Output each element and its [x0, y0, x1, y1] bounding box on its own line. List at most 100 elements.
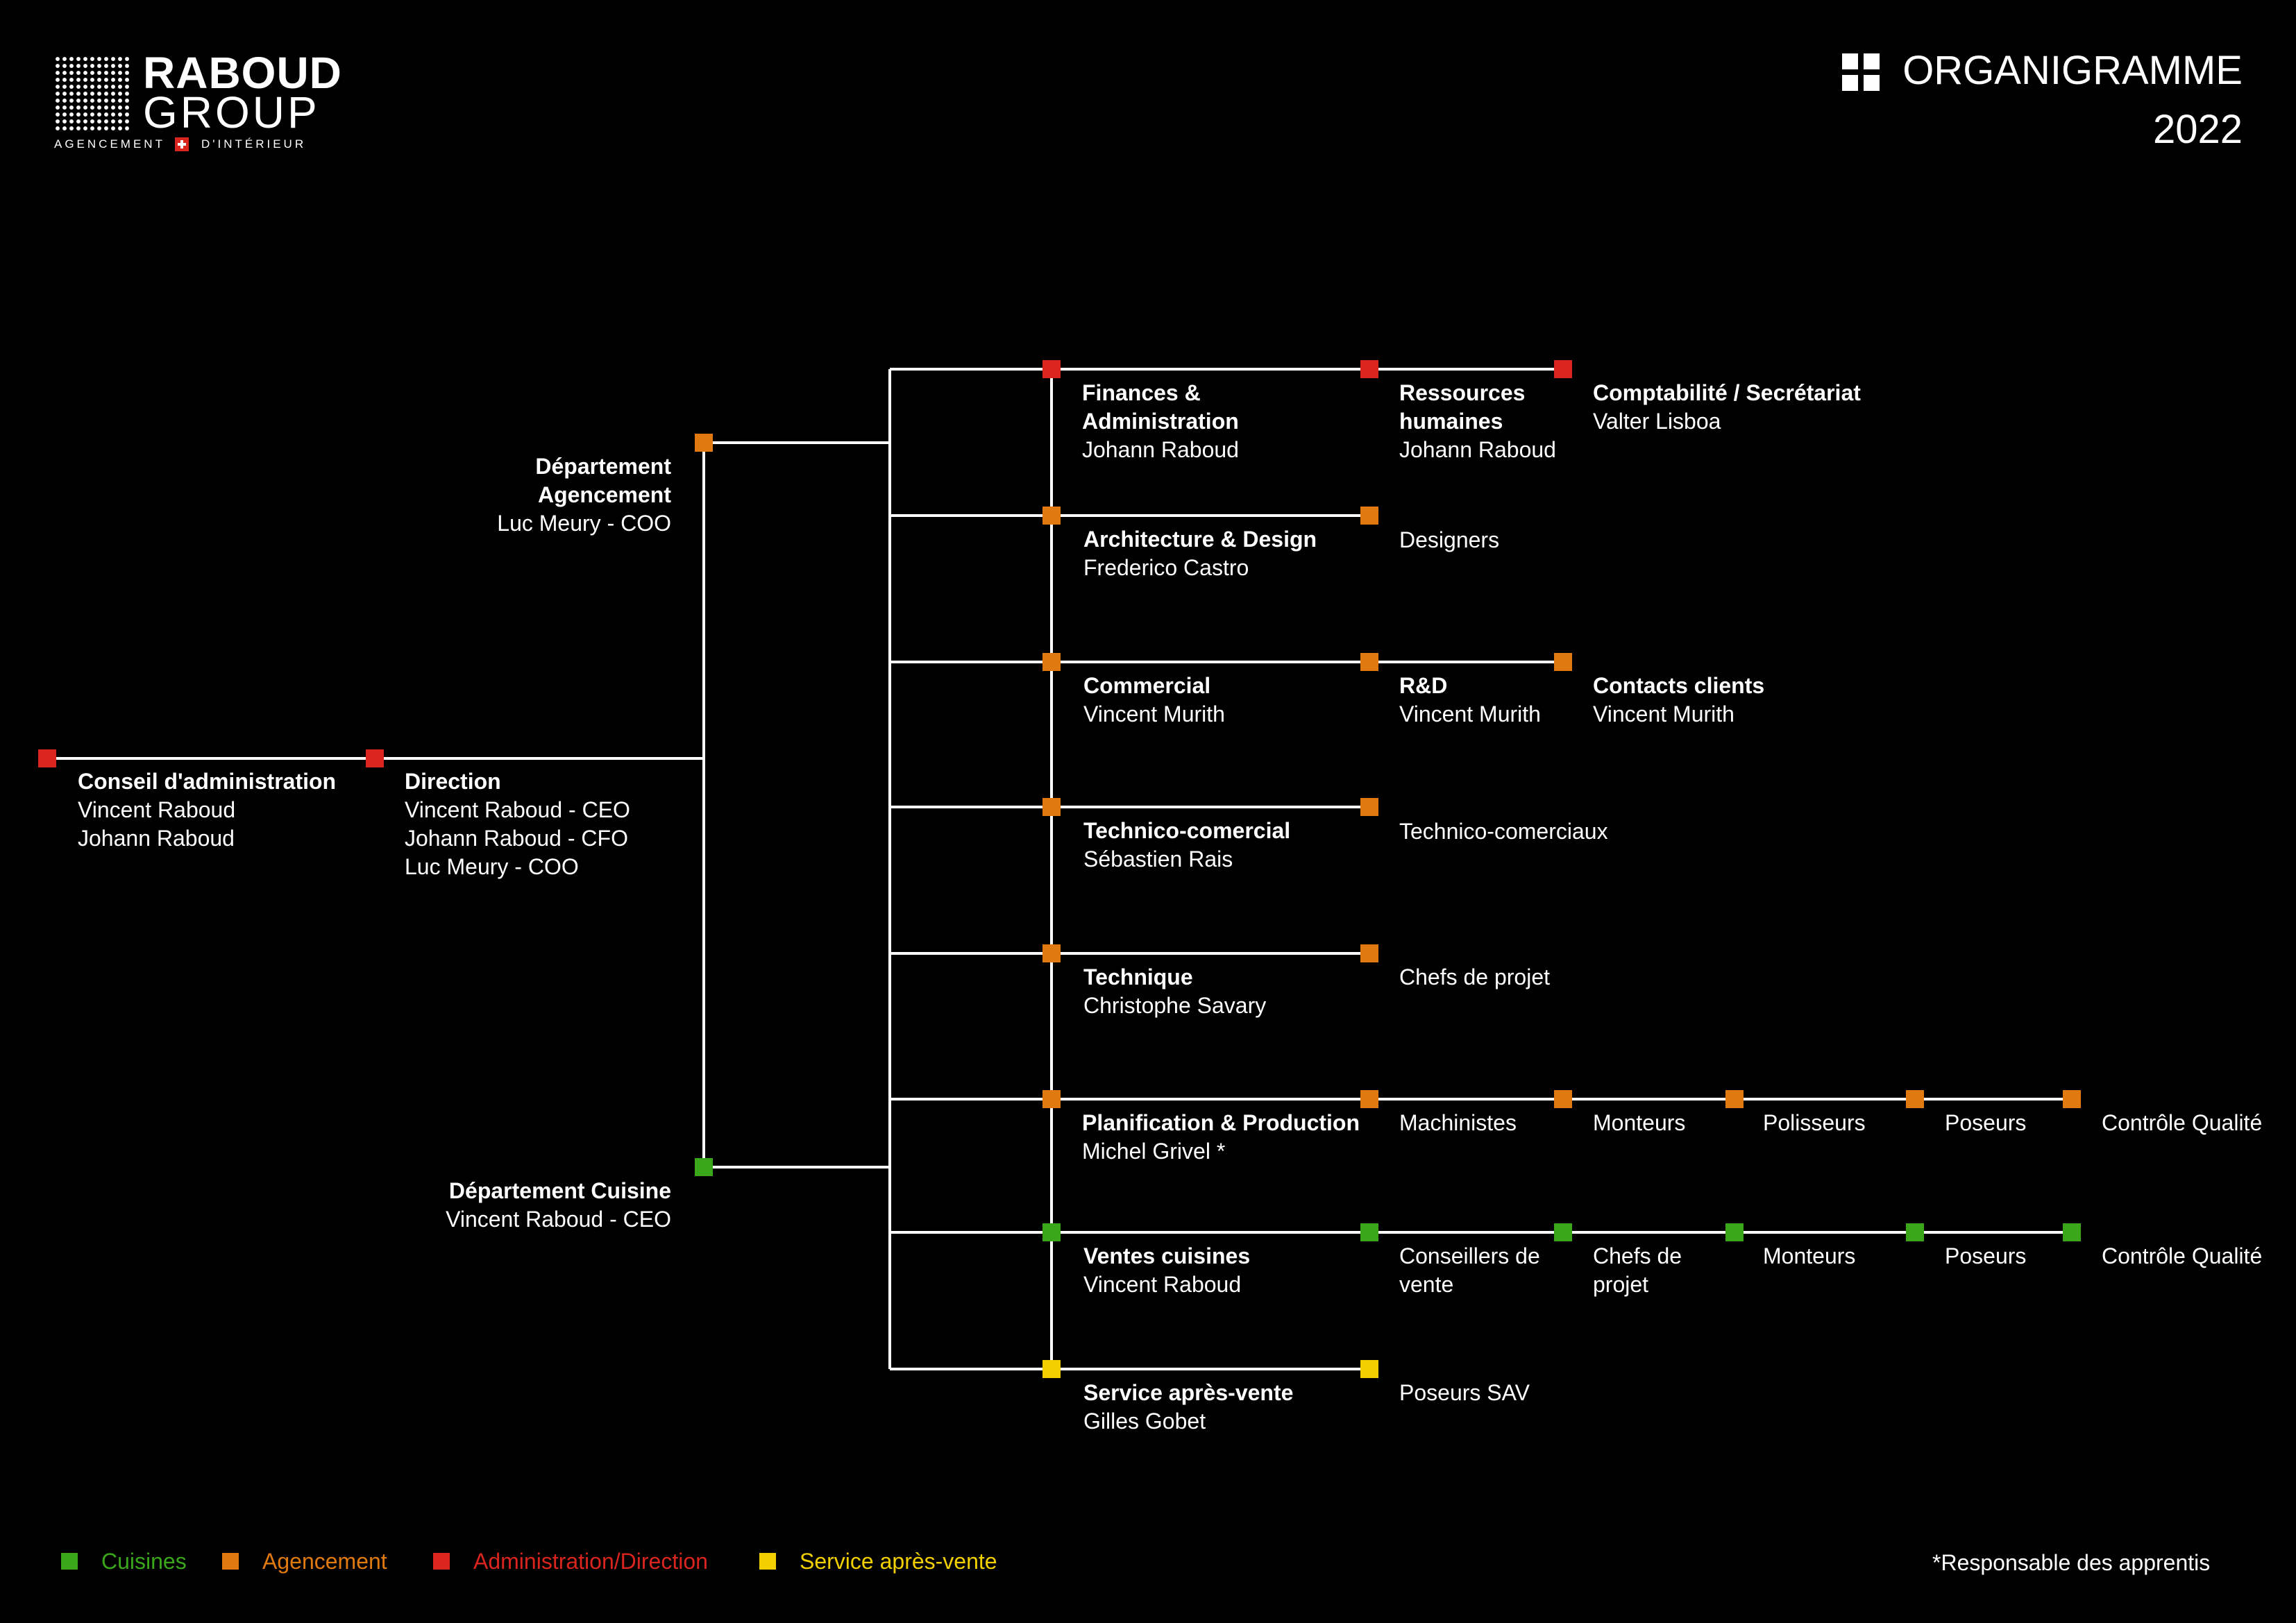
node-techcomx: Technico-comerciaux	[1399, 817, 1608, 846]
node-qualite_a: Contrôle Qualité	[2102, 1109, 2262, 1137]
logo-name-top: RABOUD	[143, 48, 342, 98]
node-marker-polisseurs	[1725, 1090, 1744, 1108]
node-title: Service après-vente	[1083, 1380, 1294, 1405]
node-marker-ventes	[1043, 1223, 1061, 1241]
node-poseurs_c: Poseurs	[1945, 1242, 2026, 1271]
logo-tagline-right: D'INTÉRIEUR	[201, 137, 307, 151]
node-line: Vincent Raboud - CEO	[446, 1207, 671, 1232]
node-line: Johann Raboud	[78, 826, 235, 851]
node-line: Valter Lisboa	[1593, 409, 1721, 434]
node-line: Michel Grivel *	[1082, 1139, 1226, 1164]
node-line: Chefs de	[1593, 1243, 1682, 1268]
legend-swatch-agencement	[222, 1553, 239, 1570]
footnote: *Responsable des apprentis	[1932, 1550, 2211, 1575]
node-marker-technique	[1043, 944, 1061, 962]
legend-item-sav: Service après-vente	[759, 1547, 997, 1575]
node-qualite_c: Contrôle Qualité	[2102, 1242, 2262, 1271]
node-marker-poseurs_a	[1906, 1090, 1924, 1108]
node-marker-rh	[1360, 360, 1378, 378]
node-title: R&D	[1399, 673, 1448, 698]
node-line: Vincent Raboud	[78, 797, 236, 822]
node-line: Vincent Raboud - CEO	[405, 797, 630, 822]
node-title: Architecture & Design	[1083, 527, 1317, 552]
legend-item-agencement: Agencement	[222, 1547, 387, 1575]
node-marker-qualite_c	[2063, 1223, 2081, 1241]
node-title: Conseil d'administration	[78, 769, 337, 794]
node-line: Frederico Castro	[1083, 555, 1249, 580]
node-line: Designers	[1399, 527, 1500, 552]
node-line: Polisseurs	[1763, 1110, 1866, 1135]
node-chefs: Chefs de projet	[1399, 963, 1550, 992]
node-marker-archi	[1043, 507, 1061, 525]
node-line: Monteurs	[1763, 1243, 1856, 1268]
page-year: 2022	[2152, 107, 2243, 152]
node-marker-direction	[366, 749, 384, 767]
node-marker-dept_cuisine	[695, 1158, 713, 1176]
node-marker-compta	[1554, 360, 1572, 378]
node-marker-techcom	[1043, 798, 1061, 816]
swiss-cross-icon	[174, 137, 189, 151]
node-title-line: Finances &	[1082, 380, 1201, 405]
node-line: projet	[1593, 1272, 1649, 1297]
logo-tagline-left: AGENCEMENT	[54, 137, 165, 151]
node-marker-monteurs_a	[1554, 1090, 1572, 1108]
node-title-line: Ressources	[1399, 380, 1526, 405]
node-title: Planification & Production	[1082, 1110, 1360, 1135]
node-line: Vincent Murith	[1399, 702, 1541, 726]
node-designers: Designers	[1399, 526, 1499, 554]
node-line: Luc Meury - COO	[405, 854, 579, 879]
node-marker-commercial	[1043, 653, 1061, 671]
legend-item-administration: Administration/Direction	[433, 1547, 708, 1575]
node-line: Johann Raboud	[1399, 437, 1556, 462]
node-marker-designers	[1360, 507, 1378, 525]
node-line: Vincent Raboud	[1083, 1272, 1242, 1297]
node-title: Technico-comercial	[1083, 818, 1291, 843]
legend-item-cuisines: Cuisines	[61, 1547, 187, 1575]
node-marker-sav	[1043, 1360, 1061, 1378]
logo-name-bottom: GROUP	[143, 87, 320, 137]
node-line: Poseurs SAV	[1399, 1380, 1530, 1405]
legend-label-agencement: Agencement	[262, 1548, 387, 1574]
node-title: Technique	[1083, 965, 1193, 989]
raboud-group-logo: RABOUD GROUP AGENCEMENT D'INTÉRIEUR	[54, 49, 346, 151]
node-polisseurs: Polisseurs	[1763, 1109, 1866, 1137]
node-line: Gilles Gobet	[1083, 1409, 1206, 1434]
node-line: Machinistes	[1399, 1110, 1517, 1135]
node-line: Contrôle Qualité	[2102, 1243, 2263, 1268]
node-line: Vincent Murith	[1593, 702, 1734, 726]
legend-label-cuisines: Cuisines	[101, 1548, 187, 1574]
node-line: Johann Raboud - CFO	[405, 826, 628, 851]
node-title: Ventes cuisines	[1083, 1243, 1251, 1268]
node-title-line: Département	[535, 454, 671, 479]
node-monteurs_c: Monteurs	[1763, 1242, 1855, 1271]
legend-swatch-cuisines	[61, 1553, 78, 1570]
node-title-line: humaines	[1399, 409, 1503, 434]
node-marker-techcomx	[1360, 798, 1378, 816]
node-line: Chefs de projet	[1399, 965, 1551, 989]
node-title: Département Cuisine	[448, 1178, 671, 1203]
node-line: Sébastien Rais	[1083, 847, 1233, 872]
legend-label-administration: Administration/Direction	[473, 1548, 708, 1574]
node-title-line: Administration	[1082, 409, 1239, 434]
node-poseurs_a: Poseurs	[1945, 1109, 2026, 1137]
node-title: Direction	[405, 769, 501, 794]
logo-tagline: AGENCEMENT D'INTÉRIEUR	[54, 137, 306, 151]
node-marker-dept_agencement	[695, 434, 713, 452]
node-rd: R&D Vincent Murith	[1399, 672, 1541, 729]
org-chart-icon	[1842, 53, 1880, 91]
legend-swatch-administration	[433, 1553, 450, 1570]
node-chefs_c: Chefs de projet	[1593, 1242, 1682, 1299]
node-marker-monteurs_c	[1725, 1223, 1744, 1241]
